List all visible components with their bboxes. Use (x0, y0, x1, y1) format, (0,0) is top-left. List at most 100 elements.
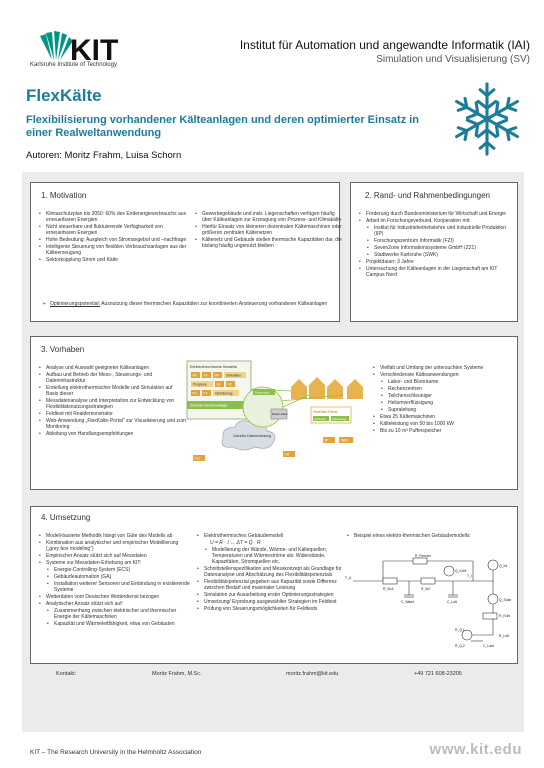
lbl-rkuehl: R_Kühl (499, 614, 510, 618)
tab-ap (215, 381, 224, 387)
database-box (270, 408, 288, 420)
motivation-potential: Optimierungspotential: Ausnutzung dieser… (41, 301, 335, 308)
list-item: Institut für Industriebetriebslehre und … (367, 225, 516, 237)
list-item: Erstellung elektrothermischer Modelle un… (39, 385, 186, 397)
list-item: Kombination aus analytischer und empiris… (39, 540, 192, 552)
list-item: Wetterdaten vom Deutschen Wetterdienst b… (39, 594, 192, 600)
plans-box: 3. Vorhaben Analyse und Auswahl geeignet… (30, 336, 518, 490)
list-item: Klimaschutzplan bis 2050: 60% des Endene… (39, 211, 192, 223)
list-item: Energie-Controlling-System (ECS) (47, 567, 192, 573)
website-link[interactable]: www.kit.edu (429, 741, 522, 758)
tab-fv (202, 390, 211, 396)
cloud-label: Zukunfts-Datenerfassung (233, 434, 271, 438)
list-item: Vielfalt und Umfang der untersuchten Sys… (373, 365, 516, 371)
list-item: Systeme zur Messdaten-Erhebung am KIT: E… (39, 560, 192, 593)
pill-gebaeude-label: Gebäude (314, 417, 326, 421)
department-name: Simulation und Visualisierung (SV) (376, 54, 530, 65)
list-item: Hohe Bedeutung: Ausgleich von Stromangeb… (39, 237, 192, 243)
box-iip (323, 437, 335, 443)
list-item: Intelligente Steuerung von flexiblen Ver… (39, 244, 192, 256)
tab-prognose (191, 381, 213, 387)
analytic-list: Zusammenhang zwischen elektrischer und t… (46, 608, 192, 627)
list-item: Sektorkopplung Strom und Kälte (39, 257, 192, 263)
tab-mp (213, 372, 222, 378)
list-item: Optimierungspotential: Ausnutzung dieser… (42, 301, 335, 307)
conditions-heading: 2. Rand- und Rahmenbedingungen (365, 191, 490, 200)
lbl-clast: C_Last (483, 644, 494, 648)
plans-col2: Vielfalt und Umfang der untersuchten Sys… (371, 365, 516, 435)
cloud-shape (221, 420, 276, 451)
pill-kaelte (331, 416, 349, 421)
contact-name: Moritz Frahm, M.Sc. (152, 671, 202, 677)
list-item: Web-Anwendung „FlexKälte-Portal“ zur Vis… (39, 418, 186, 430)
box-fzi (283, 451, 295, 457)
logo-subtitle: Karlsruhe Institute of Technology (30, 62, 117, 68)
list-item: Arbeit im Forschungsverbund, Kooperation… (359, 218, 516, 258)
plans-col1: Analyse und Auswahl geeigneter Kälteanla… (37, 365, 186, 438)
tab-mp-label: MP (215, 374, 220, 378)
potential-text: Ausnutzung dieser thermischen Kapazitäte… (100, 301, 328, 307)
list-item: Teilchenschleuniger (381, 393, 516, 399)
list-item-text: Elektrothermisches Gebäudemodell (204, 533, 284, 539)
list-item-text: Analytischer Ansatz stützt sich auf: (46, 601, 123, 607)
list-item: Aufbau und Betrieb der Mess-, Steuerungs… (39, 372, 186, 384)
model-sublist: Modellierung der Wände, Wärme- und Kälte… (204, 547, 344, 565)
motivation-col1: Klimaschutzplan bis 2050: 60% des Endene… (37, 211, 192, 264)
motivation-col2: Gewerbegebäude und insb. Liegenschaften … (193, 211, 342, 250)
list-item: Gewerbegebäude und insb. Liegenschaften … (195, 211, 342, 223)
list-item: Schnittstellenspezifikation und Messkonz… (197, 566, 344, 578)
pill-gebaeude (313, 416, 329, 421)
lbl-rq1: R_Q,1 (455, 628, 465, 632)
box-f21-label: F21 (195, 457, 201, 461)
poster-subtitle: Flexibilisierung vorhandener Kälteanlage… (26, 114, 420, 139)
tab-fb (202, 372, 211, 378)
box-f21 (193, 455, 205, 461)
authors: Autoren: Moritz Frahm, Luisa Schorn (26, 150, 182, 161)
list-item: Verschiedenste Kälteanwendungen: Labor- … (373, 372, 516, 413)
list-item: Förderung durch Bundesministerium für Wi… (359, 211, 516, 217)
list-item: Umsetzung/ Erprobung ausgewählter Strate… (197, 599, 344, 605)
list-item: Kapazität und Wärmeleitfähigkeit, etwa v… (47, 621, 192, 627)
institute-name: Institut für Automation und angewandte I… (239, 38, 530, 52)
steuerung-box (253, 389, 275, 395)
poster-title: FlexKälte (26, 86, 102, 105)
lbl-rlueft: R_Lüft (499, 634, 509, 638)
plans-heading: 3. Vorhaben (41, 345, 85, 354)
list-item: Ableitung von Handlungsempfehlungen (39, 431, 186, 437)
tab-pv (191, 390, 200, 396)
list-item: Stadtwerke Karlsruhe (SWK) (367, 252, 516, 258)
tab-fo-label: FO (228, 383, 233, 387)
lbl-rwi: R_W,I (421, 587, 430, 591)
list-item: Kälteleistung von 50 bis 1000 kW (373, 421, 516, 427)
links (250, 388, 344, 408)
database-label: Daten-bank (272, 412, 288, 416)
list-item: Flexibilitätspotenzial gegeben aus Kapaz… (197, 579, 344, 591)
tab-simulation (224, 372, 246, 378)
implementation-box: 4. Umsetzung Modell-basierte Methodik hä… (30, 506, 518, 664)
motivation-box: 1. Motivation Klimaschutzplan bis 2050: … (30, 182, 342, 322)
potential-label: Optimierungspotential: (50, 301, 101, 307)
contact-bar: Kontakt: Moritz Frahm, M.Sc. moritz.frah… (22, 668, 524, 682)
list-item: Feldtest mit Realdemonstrator (39, 411, 186, 417)
list-item: Hierfür Einsatz von kleineren dezentrale… (195, 224, 342, 236)
lbl-cluft: C_Luft (447, 600, 457, 604)
implementation-heading: 4. Umsetzung (41, 513, 91, 522)
list-item: Rechenzentren (381, 386, 516, 392)
lbl-r-fenster: R_Fenster (415, 554, 432, 558)
contact-email[interactable]: moritz.frahm@kit.edu (286, 671, 339, 677)
system-diagram: Elektrothermische Modelle Mo FB MP Simul… (186, 360, 363, 461)
list-item: Etwa 25 Kältemaschinen (373, 414, 516, 420)
list-item: Analytischer Ansatz stützt sich auf: Zus… (39, 601, 192, 627)
list-item: Elektrothermisches Gebäudemodell U = R ·… (197, 533, 344, 565)
list-item: Untersuchung der Kälteanlagen in der Lie… (359, 266, 516, 278)
buildings (291, 377, 363, 399)
motivation-heading: 1. Motivation (41, 191, 87, 200)
lbl-rq2: R_Q,2 (455, 644, 465, 648)
lbl-qkuehl: Q̇_Kühl (455, 568, 467, 573)
implementation-col2: Elektrothermisches Gebäudemodell U = R ·… (195, 533, 344, 613)
lbl-ti: T_I (467, 574, 472, 578)
list-item: Empirischer Ansatz stützt sich auf Messd… (39, 553, 192, 559)
list-item: Seven2one Informationssysteme GmbH (Z21) (367, 245, 516, 251)
implementation-col1: Modell-basierte Methodik hängt von Güte … (37, 533, 192, 628)
list-item: Supraleitung (381, 407, 516, 413)
